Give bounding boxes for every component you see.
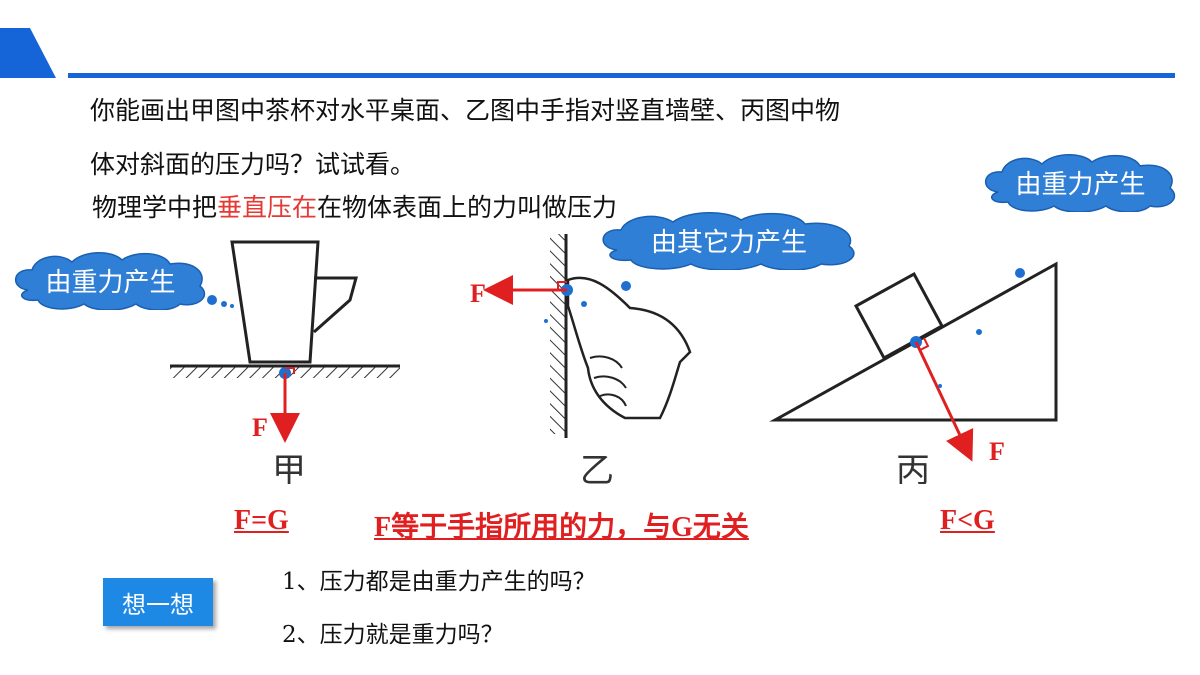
cloud-dot — [544, 319, 548, 323]
cloud-left-text: 由重力产生 — [45, 267, 176, 298]
force-label-yi: F — [470, 279, 486, 308]
finger-folds — [589, 355, 627, 407]
think-button[interactable]: 想一想 — [103, 578, 213, 626]
cloud-dot — [1015, 268, 1025, 278]
header-rule — [68, 73, 1175, 78]
cloud-shape — [985, 154, 1176, 212]
cloud-shape — [15, 252, 206, 310]
question-line-2: 体对斜面的压力吗？试试看。 — [90, 150, 416, 179]
cloud-dot — [976, 329, 982, 335]
result-yi: F等于手指所用的力，与G无关 — [374, 512, 749, 543]
force-label-bing: F — [989, 437, 1005, 466]
definition-before: 物理学中把 — [92, 193, 218, 222]
definition-text: 物理学中把垂直压在在物体表面上的力叫做压力 — [92, 193, 617, 223]
wall-hatch — [550, 234, 566, 434]
cloud-left: 由重力产生 — [8, 250, 213, 310]
force-label-jia: F — [252, 413, 268, 442]
figure-yi: F 乙 — [470, 234, 692, 484]
caption-bing: 丙 — [896, 451, 930, 484]
figure-bing: F 丙 — [769, 261, 1058, 484]
caption-yi: 乙 — [580, 451, 614, 484]
block — [853, 271, 945, 361]
hand — [566, 276, 692, 420]
force-arrow-bing — [914, 341, 974, 462]
definition-after: 在物体表面上的力叫做压力 — [317, 193, 618, 222]
figure-jia: F 甲 — [170, 240, 400, 484]
think-question-2: 2、压力就是重力吗？ — [282, 622, 504, 648]
cloud-right-text: 由重力产生 — [1015, 169, 1146, 200]
right-angle-bing — [919, 337, 930, 351]
definition-highlight: 垂直压在 — [217, 193, 318, 222]
cloud-dot — [621, 281, 631, 291]
cup-handle — [313, 276, 358, 334]
result-jia: F=G — [234, 505, 289, 536]
cloud-middle: 由其它力产生 — [593, 210, 865, 270]
think-question-1: 1、压力都是由重力产生的吗？ — [282, 569, 596, 595]
pressure-figure: F 甲 F 乙 F 丙 — [170, 234, 1058, 484]
cup — [230, 240, 320, 364]
cloud-dot — [221, 301, 227, 307]
cloud-dot — [207, 295, 217, 305]
cloud-right: 由重力产生 — [978, 152, 1183, 212]
cloud-dot — [230, 304, 234, 308]
cloud-dot — [938, 384, 942, 388]
right-angle-jia — [285, 367, 295, 374]
cloud-middle-text: 由其它力产生 — [650, 227, 807, 258]
cloud-shape — [602, 212, 855, 270]
caption-jia: 甲 — [272, 451, 306, 484]
corner-decoration — [0, 28, 56, 78]
result-bing: F<G — [940, 505, 995, 536]
cloud-dot — [581, 301, 587, 307]
right-angle-yi — [557, 281, 567, 290]
question-line-1: 你能画出甲图中茶杯对水平桌面、乙图中手指对竖直墙壁、丙图中物 — [90, 96, 841, 125]
